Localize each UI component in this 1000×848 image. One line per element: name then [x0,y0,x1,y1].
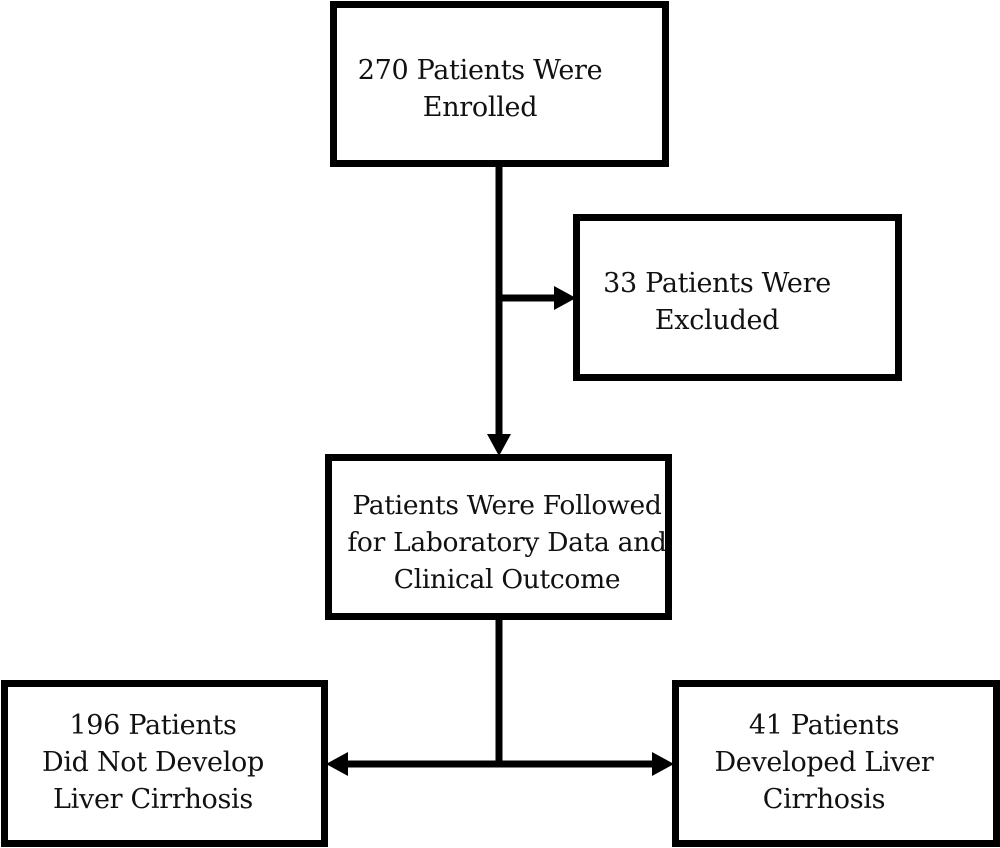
enrolled-box: 270 Patients Were Enrolled [330,1,669,167]
no-cirrhosis-box: 196 Patients Did Not Develop Liver Cirrh… [1,680,328,847]
enrolled-label: 270 Patients Were Enrolled [357,55,603,123]
excluded-label: 33 Patients Were Excluded [603,268,831,336]
no-cirrhosis-label: 196 Patients Did Not Develop Liver Cirrh… [42,710,264,815]
arrowhead-to-no-cirrhosis [326,752,348,776]
cirrhosis-label: 41 Patients Developed Liver Cirrhosis [714,710,934,815]
excluded-box: 33 Patients Were Excluded [573,214,902,381]
cirrhosis-box: 41 Patients Developed Liver Cirrhosis [672,680,1000,847]
followed-label: Patients Were Followed for Laboratory Da… [347,490,667,595]
followed-box: Patients Were Followed for Laboratory Da… [325,454,672,620]
arrowhead-to-cirrhosis [652,752,674,776]
arrowhead-to-followed [487,434,511,456]
